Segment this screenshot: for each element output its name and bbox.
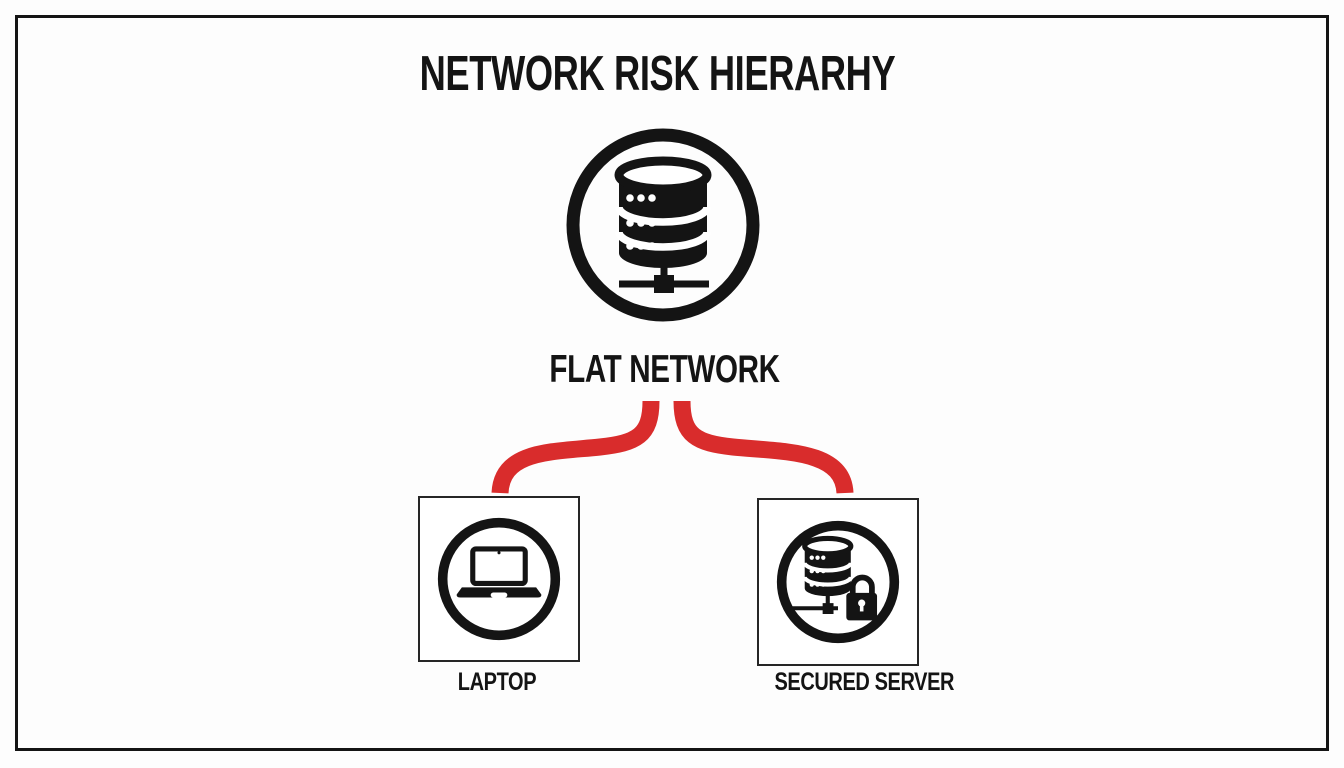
laptop-icon <box>437 517 561 641</box>
diagram-title: NETWORK RISK HIERARHY <box>0 46 1344 102</box>
database-server-icon <box>566 128 760 322</box>
connector-right <box>673 400 854 495</box>
lock-icon <box>846 574 878 621</box>
diagram-title-text: NETWORK RISK HIERARHY <box>419 47 895 101</box>
secured-server-node-box <box>757 498 919 666</box>
flat-network-node <box>563 125 763 325</box>
flat-network-label-wrap: FLAT NETWORK <box>0 348 1344 392</box>
secured-server-label-wrap: SECURED SERVER <box>752 668 955 697</box>
secured-server-lock-icon <box>776 520 900 644</box>
connector-left <box>491 400 660 495</box>
laptop-label-wrap: LAPTOP <box>407 668 587 697</box>
secured-server-label: SECURED SERVER <box>774 668 955 696</box>
laptop-label: LAPTOP <box>457 668 537 696</box>
flat-network-label: FLAT NETWORK <box>549 348 781 391</box>
laptop-node-box <box>418 496 580 662</box>
